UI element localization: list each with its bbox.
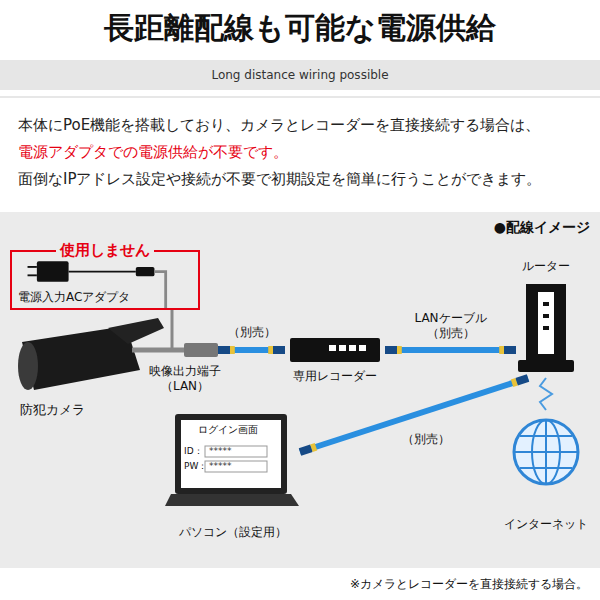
network-link [540, 378, 552, 410]
body-text-highlight: 電源アダプタでの電源供給が不要です。 [18, 139, 590, 166]
lan-cable [218, 350, 285, 351]
cable-plug [504, 346, 516, 354]
cable-plug [218, 346, 230, 354]
cable-line [300, 378, 528, 452]
field-value: ***** [209, 446, 232, 457]
cable-plug-ring [268, 346, 273, 354]
node-text: パソコン（設定用） [179, 524, 287, 540]
field-value: ***** [209, 461, 232, 472]
node-text: 防犯カメラ [20, 401, 85, 418]
internet-globe-icon [500, 410, 592, 532]
node-text: 専用レコーダー [293, 368, 377, 384]
body-text-line: 本体にPoE機能を搭載しており、カメラとレコーダーを直接接続する場合は、 [18, 112, 590, 139]
node-text: Long distance wiring possible [211, 60, 388, 90]
footnote: ※カメラとレコーダーを直接接続する場合。 [350, 576, 588, 592]
cable-plug-ring [499, 346, 504, 354]
link-line [540, 378, 552, 410]
node-text: 電源入力ACアダプタ [18, 290, 130, 305]
port-label: 映像出力端子 （LAN） [143, 364, 227, 394]
cable-plug-ring [230, 346, 235, 354]
cable-plug-ring [397, 346, 402, 354]
cable-line [385, 347, 516, 353]
section-label: ●配線イメージ [494, 219, 590, 237]
field-label: ID： [184, 446, 203, 457]
cable-plug-ring [311, 447, 316, 448]
screen-title: ログイン画面 [198, 424, 258, 436]
lan-cable [385, 350, 516, 351]
unused-box: 使用しません電源入力ACアダプタ [10, 250, 200, 310]
cable-label: （別売） [225, 325, 279, 340]
node-text: ルーター [522, 258, 570, 274]
cable-label: LANケーブル （別売） [403, 311, 499, 341]
cable-plug-ring [512, 382, 517, 383]
subtitle-band: Long distance wiring possible [0, 60, 600, 90]
cable-plug [517, 378, 528, 382]
body-text-line: 面倒なIPアドレス設定や接続が不要で初期設定を簡単に行うことができます。 [18, 166, 590, 193]
cable-line [218, 347, 285, 353]
internet-globe: インターネット [500, 410, 592, 532]
node-text: インターネット [504, 516, 588, 532]
power-wire [172, 310, 173, 318]
field-label: PW： [184, 461, 207, 472]
wire-line [171, 310, 174, 318]
cable-plug [273, 346, 285, 354]
diagram-ground [0, 212, 600, 568]
body-text: 本体にPoE機能を搭載しており、カメラとレコーダーを直接接続する場合は、電源アダ… [18, 112, 590, 193]
router-icon [516, 258, 576, 378]
page-title: 長距離配線も可能な電源供給 [0, 8, 600, 48]
cable-label: （別売） [399, 432, 453, 447]
cable-plug [385, 346, 397, 354]
recorder: 専用レコーダー [285, 336, 385, 390]
lan-cable [300, 378, 528, 452]
node-text: 使用しません [56, 241, 154, 259]
cable-plug [300, 448, 311, 452]
router: ルーター [516, 258, 576, 378]
